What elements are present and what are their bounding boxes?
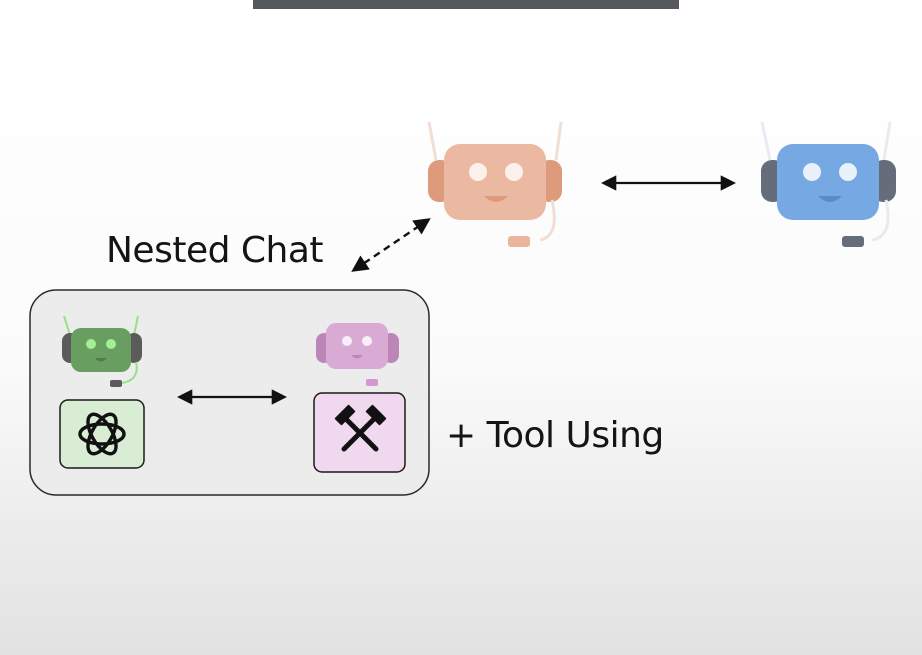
orange-robot-icon <box>427 121 563 247</box>
blue-robot-icon <box>760 121 896 247</box>
nested-chat-label: Nested Chat <box>106 230 324 271</box>
nested-dashed-arrow <box>351 218 431 272</box>
hammer-pick-icon <box>334 404 387 452</box>
tool-using-label: + Tool Using <box>446 415 664 456</box>
top-bar <box>253 0 679 9</box>
tool-tile <box>313 392 406 473</box>
green-robot-icon <box>62 315 142 387</box>
pink-robot-icon <box>316 317 399 386</box>
openai-logo-icon <box>78 412 126 456</box>
openai-tile <box>59 399 145 469</box>
